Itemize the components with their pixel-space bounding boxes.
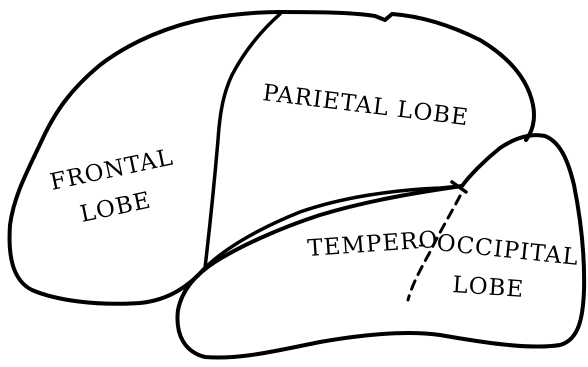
frontal-lobe-label: FRONTAL LOBE <box>48 144 176 227</box>
frontal-parietal-divider <box>205 14 280 268</box>
tempero-occipital-lobe-label: TEMPERO - OCCIPITAL LOBE <box>307 227 580 303</box>
frontal-label-line2: LOBE <box>78 188 154 228</box>
upper-brain-outline <box>10 12 534 304</box>
parietal-lobe-label: PARIETAL LOBE <box>261 80 470 131</box>
occipital-label-line2: LOBE <box>452 272 525 303</box>
frontal-label-line1: FRONTAL <box>48 144 176 195</box>
hyphen-label: - <box>418 232 427 258</box>
occipital-label: OCCIPITAL <box>435 230 580 271</box>
